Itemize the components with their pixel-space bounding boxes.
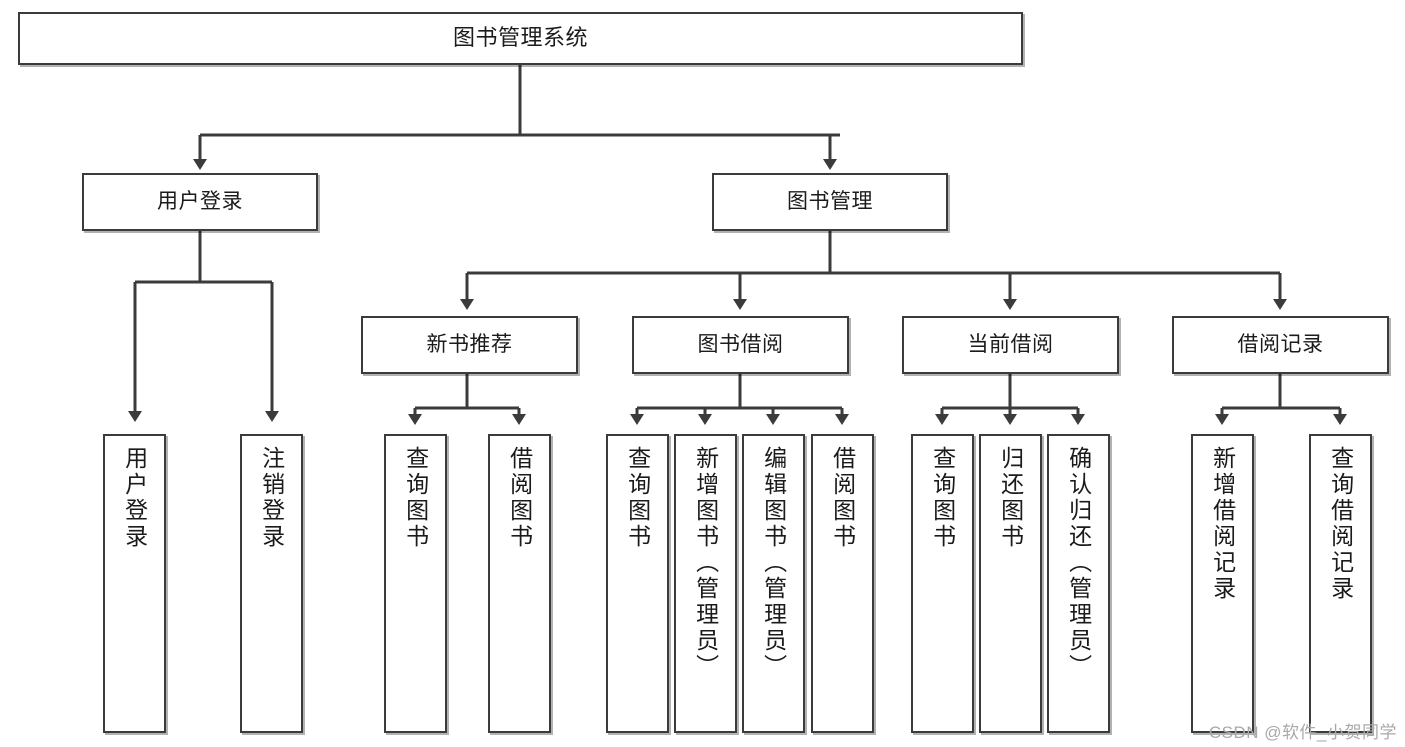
node-label: 查询图书 [402,446,429,550]
leaf-return-book[interactable]: 归还图书 [979,434,1042,733]
leaf-add-borrow-record[interactable]: 新增借阅记录 [1191,434,1254,733]
leaf-edit-book[interactable]: 编辑图书（管理员） [742,434,805,733]
node-label: 新增图书（管理员） [692,446,719,680]
leaf-query-book-1[interactable]: 查询图书 [384,434,447,733]
node-new-book-recommend[interactable]: 新书推荐 [361,316,578,374]
node-label: 编辑图书（管理员） [760,446,787,680]
node-current-borrow[interactable]: 当前借阅 [902,316,1119,374]
node-root-system[interactable]: 图书管理系统 [18,12,1023,65]
leaf-user-login[interactable]: 用户登录 [103,434,166,733]
node-book-borrow[interactable]: 图书借阅 [632,316,849,374]
leaf-query-book-3[interactable]: 查询图书 [911,434,974,733]
node-label: 确认归还（管理员） [1065,446,1092,680]
node-book-management[interactable]: 图书管理 [712,173,948,231]
leaf-logout-login[interactable]: 注销登录 [240,434,303,733]
node-label: 图书借阅 [697,333,784,357]
leaf-confirm-return[interactable]: 确认归还（管理员） [1047,434,1110,733]
node-user-login[interactable]: 用户登录 [82,173,318,231]
leaf-borrow-book-2[interactable]: 借阅图书 [811,434,874,733]
node-label: 新增借阅记录 [1209,446,1236,602]
leaf-query-book-2[interactable]: 查询图书 [606,434,669,733]
node-label: 查询图书 [929,446,956,550]
node-label: 查询图书 [624,446,651,550]
node-label: 借阅图书 [506,446,533,550]
node-label: 借阅图书 [829,446,856,550]
csdn-watermark: CSDN @软件_小贺同学 [1208,723,1397,742]
node-label: 查询借阅记录 [1327,446,1354,602]
node-label: 用户登录 [121,446,148,550]
node-label: 用户登录 [157,190,243,214]
node-label: 图书管理 [787,190,873,214]
leaf-borrow-book-1[interactable]: 借阅图书 [488,434,551,733]
node-label: 归还图书 [997,446,1024,550]
node-label: 借阅记录 [1237,333,1324,357]
node-borrow-record[interactable]: 借阅记录 [1172,316,1389,374]
node-label: 注销登录 [258,446,285,550]
leaf-query-borrow-record[interactable]: 查询借阅记录 [1309,434,1372,733]
node-label: 新书推荐 [426,333,513,357]
node-label: 图书管理系统 [452,25,588,51]
node-label: 当前借阅 [967,333,1054,357]
leaf-add-book[interactable]: 新增图书（管理员） [674,434,737,733]
